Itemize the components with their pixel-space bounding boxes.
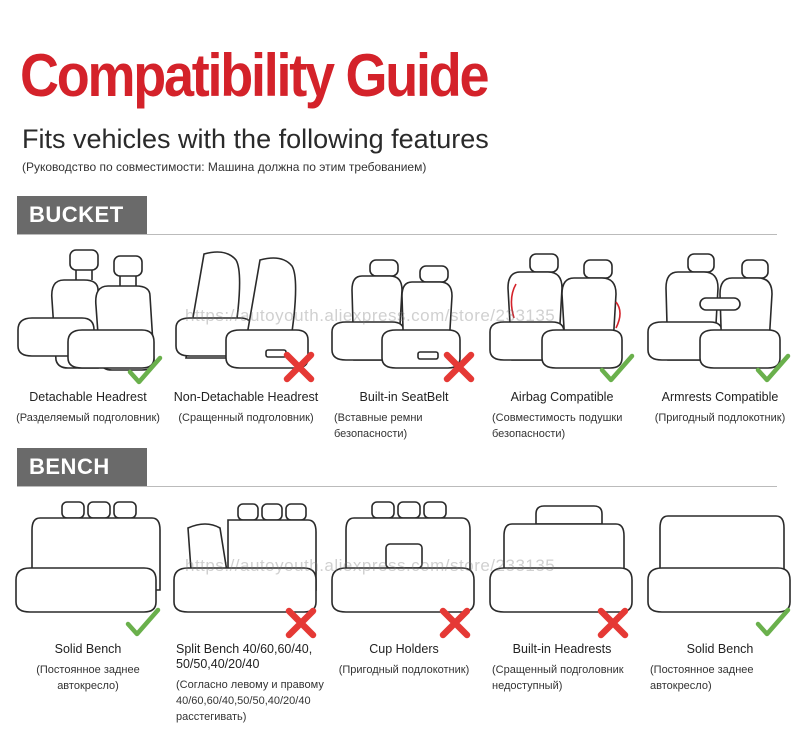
bucket-item-built-in-seatbelt: Built-in SeatBelt (Вставные ремни безопа… [326,240,482,442]
item-label-ru: (Пригодный подлокотник) [654,412,786,424]
bucket-seat-seatbelt-icon [331,259,461,369]
item-label-ru: (Сращенный подголовник недоступный) [492,664,624,692]
bucket-item-airbag-compatible: Airbag Compatible (Совместимость подушки… [484,240,640,442]
bucket-seat-airbag-icon [489,253,623,369]
item-label-ru: (Сращенный подголовник) [178,412,314,424]
cross-icon [439,607,471,639]
watermark-text-bench: https://autoyouth.aliexpress.com/store/2… [185,556,556,575]
item-label-ru: (Совместимость подушки безопасности) [492,412,623,440]
check-icon [755,353,791,383]
item-label-ru: (Постоянное заднее автокресло) [36,664,140,692]
cross-icon [283,351,315,383]
bucket-item-detachable-headrest: Detachable Headrest (Разделяемый подголо… [10,240,166,426]
item-label-ru: (Пригодный подлокотник) [338,664,470,676]
item-label: Built-in Headrests [512,642,612,656]
item-label: Solid Bench [686,642,754,656]
bench-item-cup-holders: Cup Holders (Пригодный подлокотник) [326,492,482,678]
bucket-seat-detachable-icon [17,249,155,371]
bucket-section-label: BUCKET [17,196,147,234]
page-subtitle-ru: (Руководство по совместимости: Машина до… [22,160,427,174]
page-subtitle: Fits vehicles with the following feature… [22,124,489,154]
bench-section-label: BENCH [17,448,147,486]
item-label: Split Bench 40/60,60/40, 50/50,40/20/40 [176,642,313,671]
bench-item-solid-bench: Solid Bench (Постоянное заднее автокресл… [10,492,166,694]
item-label: Cup Holders [369,642,439,656]
check-icon [127,355,163,385]
cross-icon [443,351,475,383]
item-label: Solid Bench [54,642,122,656]
watermark-text: https://autoyouth.aliexpress.com/store/2… [185,306,556,325]
solid-bench-plain-icon [647,515,791,613]
solid-bench-icon [15,501,161,613]
cross-icon [285,607,317,639]
item-label: Detachable Headrest [29,390,147,404]
bench-item-built-in-headrests: Built-in Headrests (Сращенный подголовни… [484,492,640,694]
item-label: Armrests Compatible [661,390,779,404]
item-label: Non-Detachable Headrest [173,390,319,404]
page-title: Compatibility Guide [20,42,490,109]
item-label: Built-in SeatBelt [359,390,449,404]
bucket-item-non-detachable-headrest: Non-Detachable Headrest (Сращенный подго… [168,240,324,426]
item-label-ru: (Согласно левому и правому 40/60,60/40,5… [176,679,324,723]
item-label-ru: (Постоянное заднее автокресло) [650,664,754,692]
bucket-item-armrests-compatible: Armrests Compatible (Пригодный подлокотн… [642,240,798,426]
bench-divider [17,486,777,487]
split-bench-icon [173,503,317,613]
bench-item-split-bench: Split Bench 40/60,60/40, 50/50,40/20/40 … [168,492,324,725]
bucket-divider [17,234,777,235]
bucket-seat-non-detachable-icon [175,251,309,369]
item-label-ru: (Разделяемый подголовник) [16,412,160,424]
cross-icon [597,607,629,639]
built-in-headrest-bench-icon [489,505,633,613]
item-label-ru: (Вставные ремни безопасности) [334,412,423,440]
bench-item-solid-bench-plain: Solid Bench (Постоянное заднее автокресл… [642,492,798,694]
cup-holder-bench-icon [331,501,475,613]
bucket-seat-armrest-icon [647,253,781,369]
check-icon [125,607,161,637]
item-label: Airbag Compatible [510,390,614,404]
check-icon [599,353,635,383]
check-icon [755,607,791,637]
